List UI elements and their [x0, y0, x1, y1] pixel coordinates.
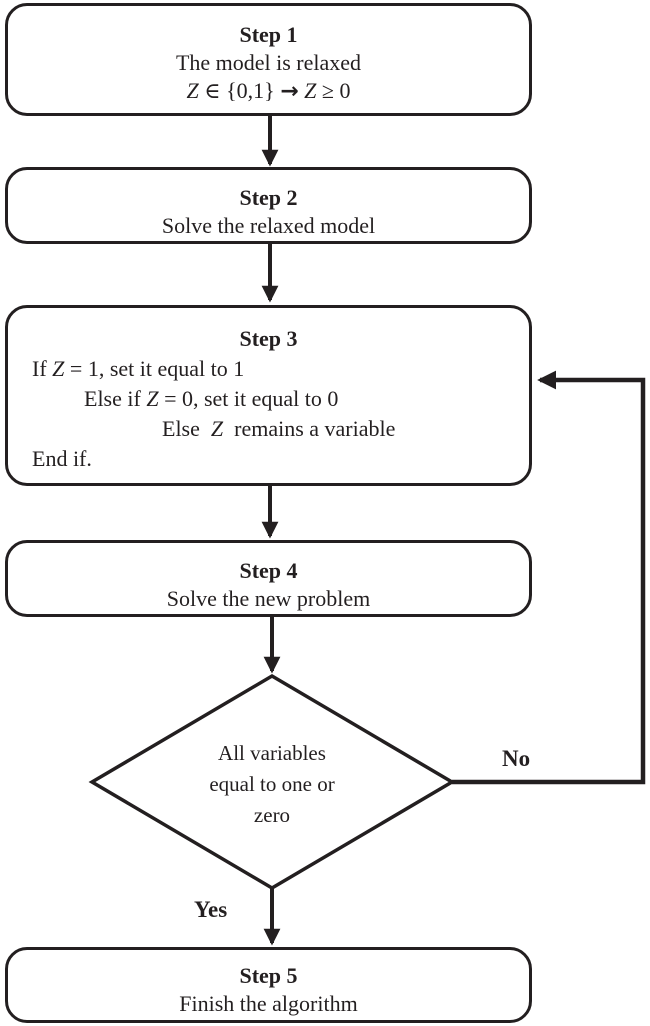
- step5-box: Step 5 Finish the algorithm: [5, 947, 532, 1023]
- step4-title: Step 4: [239, 558, 298, 583]
- decision-text-line: zero: [253, 803, 291, 827]
- step3-line-else: Else Z remains a variable: [8, 414, 529, 444]
- step5-text: Finish the algorithm: [179, 991, 358, 1016]
- step2-title: Step 2: [239, 185, 298, 210]
- math-var-z: Z: [186, 78, 199, 103]
- decision-text-line: equal to one or: [209, 772, 335, 796]
- yes-branch-label: Yes: [194, 897, 228, 922]
- code-text: End if.: [32, 446, 92, 471]
- code-var-z: Z: [52, 356, 65, 381]
- step2-box: Step 2 Solve the relaxed model: [5, 167, 532, 244]
- step1-math-line: Z ∈ {0,1} → Z ≥ 0: [8, 77, 529, 106]
- code-var-z: Z: [146, 386, 159, 411]
- step3-line-endif: End if.: [8, 444, 529, 474]
- code-text: Else if: [84, 386, 147, 411]
- step3-line-if: If Z = 1, set it equal to 1: [8, 354, 529, 384]
- code-text: If: [32, 356, 53, 381]
- step3-title: Step 3: [239, 326, 298, 351]
- step1-box: Step 1 The model is relaxed Z ∈ {0,1} → …: [5, 3, 532, 116]
- right-arrow-glyph: →: [280, 79, 299, 104]
- code-text: remains a variable: [223, 416, 396, 441]
- step3-line-elseif: Else if Z = 0, set it equal to 0: [8, 384, 529, 414]
- math-geq-zero: ≥ 0: [316, 78, 351, 103]
- no-loop-connector: [452, 370, 646, 785]
- math-element-of: ∈ {0,1}: [198, 78, 281, 103]
- step1-text: The model is relaxed: [175, 50, 362, 75]
- step3-box: Step 3 If Z = 1, set it equal to 1 Else …: [5, 305, 532, 486]
- step4-text: Solve the new problem: [166, 586, 371, 611]
- step4-box: Step 4 Solve the new problem: [5, 540, 532, 617]
- code-text: = 0, set it equal to 0: [158, 386, 339, 411]
- decision-text: All variables equal to one or zero: [122, 738, 422, 831]
- math-var-z: Z: [298, 78, 317, 103]
- code-var-z: Z: [210, 416, 224, 441]
- code-text: = 1, set it equal to 1: [64, 356, 245, 381]
- code-text: Else: [162, 416, 211, 441]
- no-branch-label: No: [502, 746, 531, 771]
- decision-text-line: All variables: [218, 741, 326, 765]
- step1-title: Step 1: [239, 22, 298, 47]
- step5-title: Step 5: [239, 963, 298, 988]
- step2-text: Solve the relaxed model: [161, 213, 376, 238]
